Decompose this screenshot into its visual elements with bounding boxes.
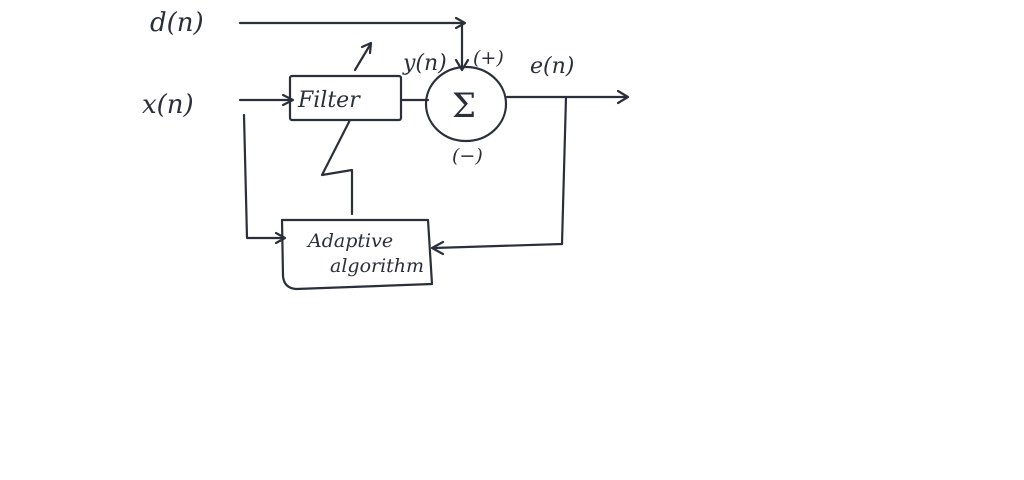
adaptive-block-label-line1: Adaptive <box>306 230 393 252</box>
desired-signal-line <box>238 21 464 70</box>
desired-signal-label: d(n) <box>150 8 204 38</box>
input-branch-arrowhead <box>274 231 287 245</box>
adaptive-block-label-line2: algorithm <box>330 255 424 277</box>
input-signal-label: x(n) <box>142 90 194 120</box>
error-feedback-arrowhead <box>430 240 445 256</box>
error-feedback-line <box>432 95 568 250</box>
plus-sign-label: (+) <box>473 47 504 69</box>
desired-into-summer-arrowhead <box>454 58 470 72</box>
filter-block-label: Filter <box>297 88 361 113</box>
error-output-arrowhead <box>616 89 630 105</box>
error-signal-label: e(n) <box>530 54 574 79</box>
summer-circle <box>424 65 508 143</box>
coefficient-control-line <box>320 118 354 216</box>
minus-sign-label: (−) <box>452 145 483 167</box>
adaptive-algorithm-block <box>280 218 434 291</box>
filter-block <box>288 74 403 122</box>
desired-signal-arrowhead <box>454 16 467 30</box>
adaptation-arrowhead <box>360 41 373 55</box>
input-branch-line <box>242 113 286 240</box>
input-signal-arrowhead <box>281 93 295 107</box>
summer-sigma: Σ <box>452 86 476 126</box>
adaptation-arrow <box>353 43 372 72</box>
filter-output-label: y(n) <box>402 51 447 76</box>
